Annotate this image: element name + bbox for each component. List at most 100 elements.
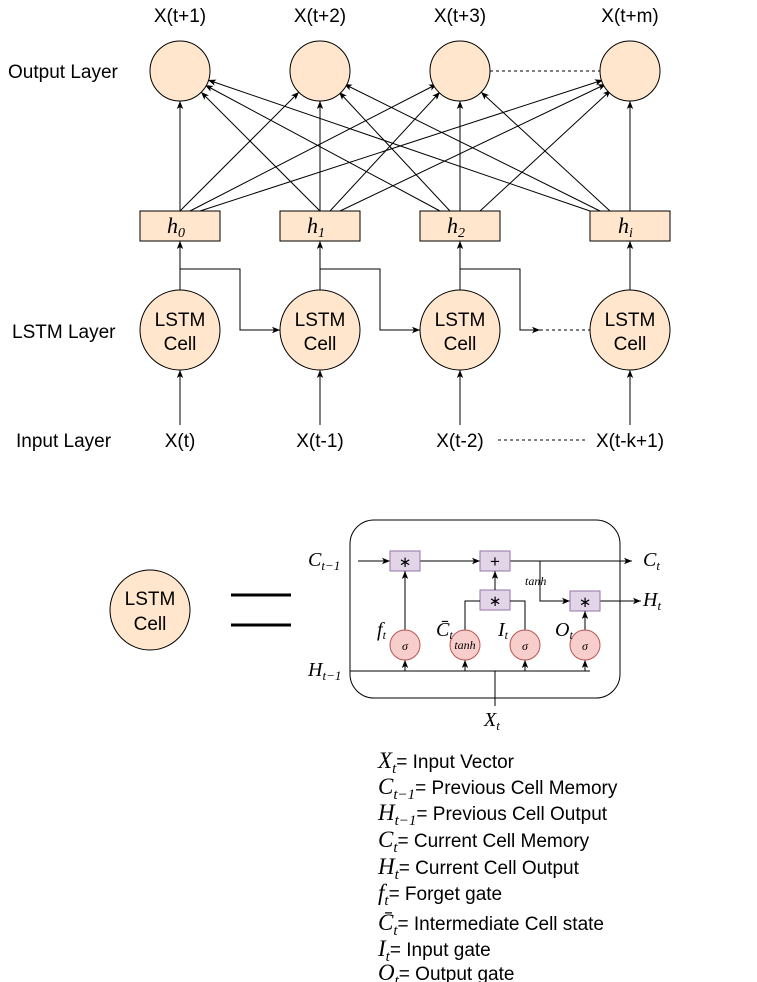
lstm-cell-3-line1: LSTM [605,310,656,331]
hidden-2-base: h [447,213,458,238]
hidden-box-2: h2 [419,210,501,242]
connection-h1-o2 [329,91,441,212]
legend-item-0: Xt= Input Vector [377,748,515,777]
output-label-1: X(t+2) [294,6,346,27]
lstm-cell-1-line2: Cell [304,334,337,355]
svg-text:hi: hi [618,213,633,241]
input-gate-line [510,600,526,630]
svg-text:σ: σ [402,639,409,653]
hidden-3-base: h [618,213,629,238]
svg-text:σ: σ [522,639,529,653]
legend-item-2: Ht−1= Previous Cell Output [377,800,608,829]
input-label-1: X(t-1) [296,431,344,452]
input-gate: σ [509,629,541,661]
forget-multiply-op: ∗ [389,550,421,572]
forget-gate-label: ft [377,619,387,642]
h-prev-label: Ht−1 [307,659,341,683]
lstm-cell-0-line1: LSTM [155,310,206,331]
forget-gate: σ [389,629,421,661]
legend-item-5: ft= Forget gate [378,880,502,909]
detail-cell-line2: Cell [134,614,167,635]
svg-text:σ: σ [582,639,589,653]
c-cur-label: Ct [643,549,660,573]
cell-add-op: + [479,550,511,572]
svg-text:∗: ∗ [399,554,412,571]
tanh-branch-line [539,561,570,605]
output-gate: σ [569,629,601,661]
svg-text:h1: h1 [307,213,325,241]
detail-cell-line1: LSTM [125,589,176,610]
legend-item-8: Ot= Output gate [378,960,514,982]
output-layer-label: Output Layer [8,62,119,83]
svg-text:∗: ∗ [579,594,592,611]
input-label-3: X(t-k+1) [596,431,664,452]
h-cur-label: Ht [642,589,661,613]
output-node-3 [599,40,661,102]
input-label-2: X(t-2) [436,431,484,452]
candidate-gate-label: C̄t [436,619,453,642]
connection-h1-o0 [200,91,321,212]
hidden-1-sub: 1 [318,226,325,241]
candidate-gate: tanh [449,629,481,661]
legend-item-1: Ct−1= Previous Cell Memory [378,774,618,803]
svg-text:h2: h2 [447,213,465,241]
lstm-cell-2-line1: LSTM [435,310,486,331]
input-multiply-op: ∗ [479,589,511,611]
hidden-2-sub: 2 [458,226,465,241]
connection-hi-o0 [207,79,591,212]
connection-h0-o1 [179,91,300,212]
svg-text:+: + [490,552,500,571]
lstm-layer-label: LSTM Layer [12,322,116,343]
lstm-cell-1-line1: LSTM [295,310,346,331]
svg-text:h0: h0 [167,213,185,241]
hidden-to-output-connections [179,79,612,212]
recurrent-connection-0-1 [180,268,280,334]
legend-item-4: Ht= Current Cell Output [377,854,580,883]
network-top: Output Layer LSTM Layer Input Layer X(t+… [8,6,671,452]
hidden-1-base: h [307,213,318,238]
svg-text:tanh: tanh [454,638,475,652]
connection-h2-o0 [204,84,441,212]
output-node-1 [289,40,351,102]
connection-h0-o3 [199,79,604,212]
recurrent-connection-1-2 [320,268,420,334]
connection-h2-o3 [479,89,612,212]
output-multiply-op: ∗ [569,590,601,612]
hidden-box-1: h1 [279,210,361,242]
equals-sign [231,593,291,627]
detail-lstm-cell: LSTM Cell [109,569,191,651]
connection-hi-o2 [480,91,611,212]
c-prev-label: Ct−1 [308,549,340,573]
output-label-3: X(t+m) [601,6,659,27]
hidden-box-0: h0 [139,210,221,242]
hidden-0-sub: 0 [178,226,185,241]
lstm-cell-2: LSTM Cell [419,289,501,371]
input-label-0: X(t) [165,431,196,452]
connection-h0-o2 [189,83,438,212]
hidden-0-base: h [167,213,178,238]
output-label-0: X(t+1) [154,6,206,27]
connection-h2-o1 [338,91,451,212]
hidden-box-3: hi [589,210,671,242]
legend-item-7: It= Input gate [377,936,491,965]
recurrent-connection-2-3 [460,268,540,334]
lstm-cell-detail: LSTM Cell tanh ∗ + ∗ [109,519,661,733]
legend: Xt= Input Vector Ct−1= Previous Cell Mem… [377,748,618,982]
output-node-0 [149,40,211,102]
candidate-line [464,600,480,630]
lstm-cell-0-line2: Cell [164,334,197,355]
output-node-2 [429,40,491,102]
legend-item-6: C̄t= Intermediate Cell state [378,910,604,939]
legend-item-3: Ct= Current Cell Memory [378,827,590,856]
tanh-label: tanh [525,574,546,588]
connection-hi-o1 [343,83,601,212]
hidden-3-sub: i [629,226,633,241]
lstm-cell-0: LSTM Cell [139,289,221,371]
output-gate-label: Ot [555,619,573,642]
lstm-cell-1: LSTM Cell [279,289,361,371]
lstm-cell-3: LSTM Cell [589,289,671,371]
input-layer-label: Input Layer [16,431,112,452]
svg-text:∗: ∗ [489,593,502,610]
x-in-label: Xt [483,709,500,733]
